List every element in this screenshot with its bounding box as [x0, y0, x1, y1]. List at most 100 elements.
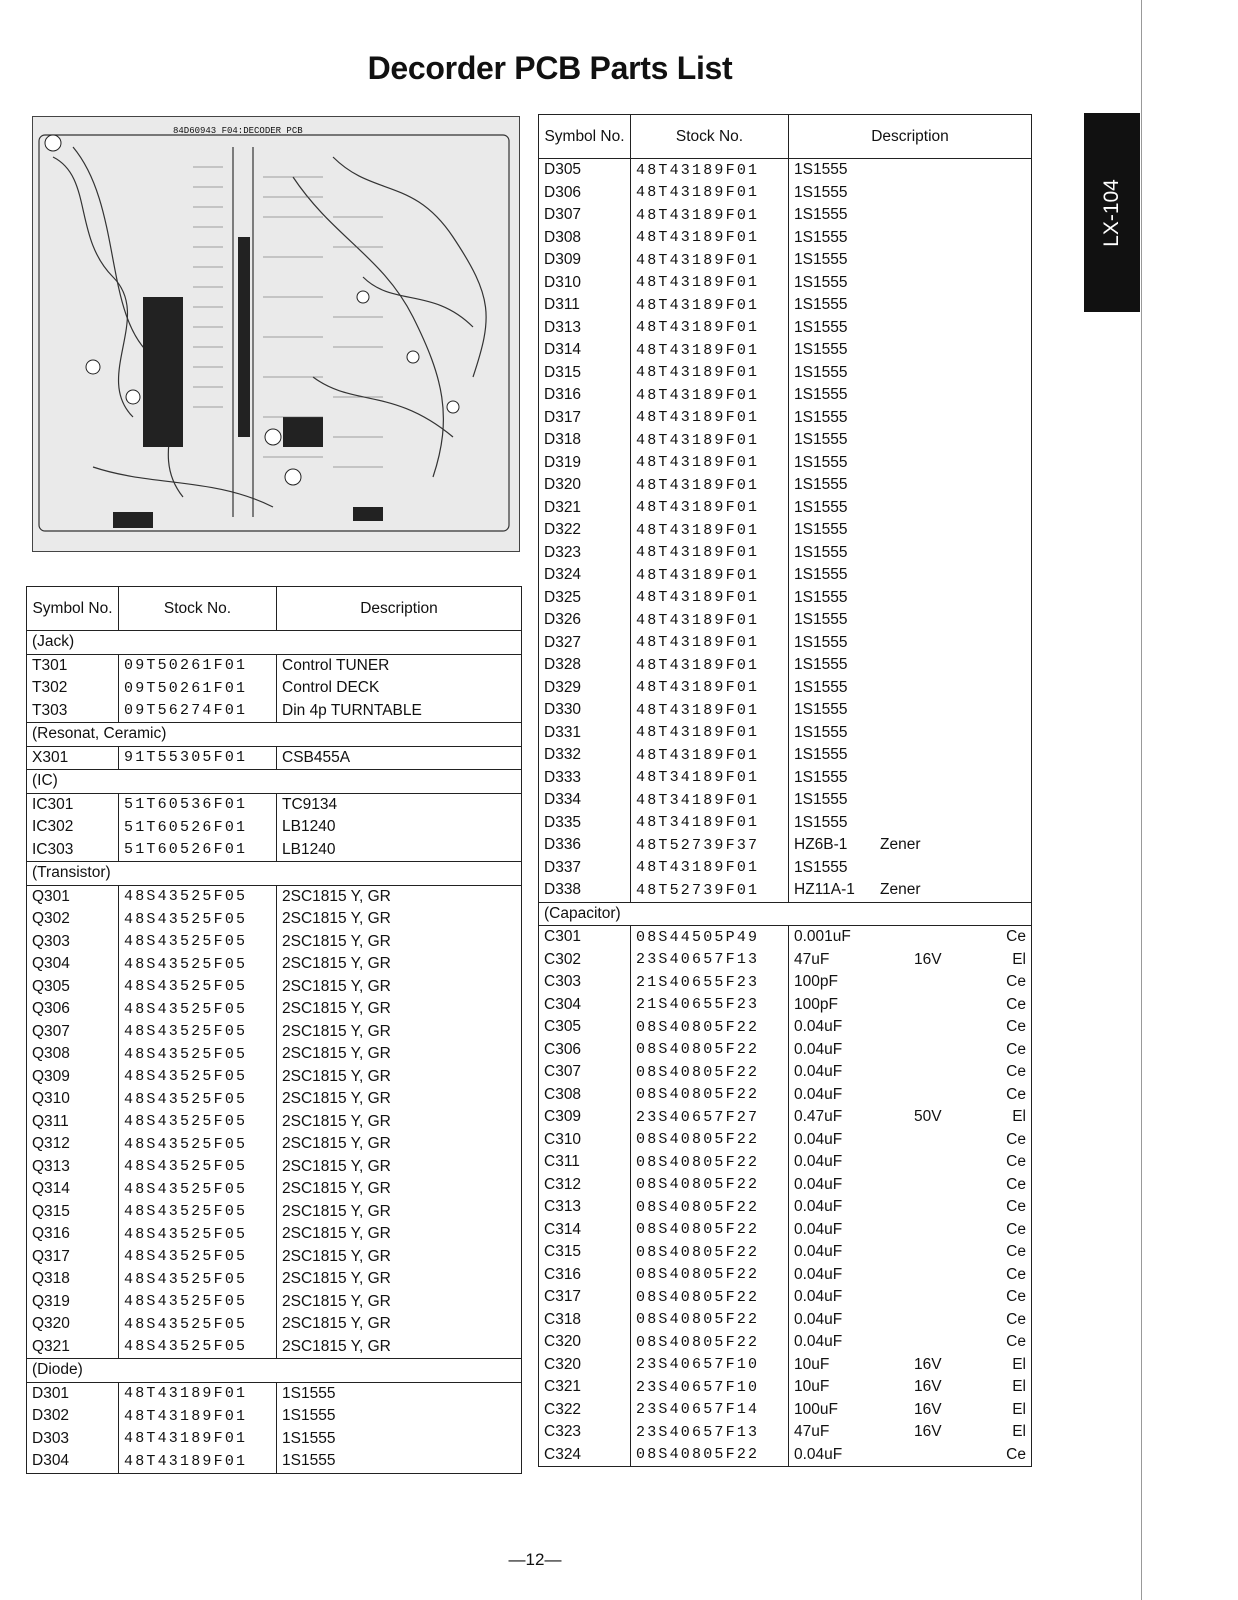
description-name: 0.04uF — [794, 1265, 843, 1283]
description-cell: 1S1555 — [788, 721, 1032, 744]
symbol-cell: Q319 — [26, 1290, 119, 1313]
description-name: 1S1555 — [794, 791, 848, 809]
capacitor-type: Ce — [1006, 1085, 1026, 1103]
symbol-cell: D305 — [538, 158, 631, 182]
symbol-cell: D325 — [538, 586, 631, 609]
description-cell: 1S1555 — [788, 361, 1032, 384]
description-name: 1S1555 — [794, 723, 848, 741]
symbol-cell: T301 — [26, 654, 119, 677]
description-wrap: 2SC1815 Y, GR — [282, 1158, 516, 1176]
capacitor-type: Ce — [1006, 1220, 1026, 1238]
description-name: 1S1555 — [794, 453, 848, 471]
description-name: 2SC1815 Y, GR — [282, 1315, 391, 1333]
symbol-cell: D322 — [538, 519, 631, 542]
description-name: 1S1555 — [794, 588, 848, 606]
stock-cell: 48T43189F01 — [630, 541, 789, 564]
stock-cell: 48S43525F05 — [118, 1268, 277, 1291]
capacitor-type: Ce — [1006, 1018, 1026, 1036]
description-cell: 2SC1815 Y, GR — [276, 975, 522, 998]
description-name: 2SC1815 Y, GR — [282, 1225, 391, 1243]
description-wrap: 1S1555 — [794, 184, 1026, 202]
description-name: 1S1555 — [282, 1429, 336, 1447]
stock-cell: 48T43189F01 — [630, 474, 789, 497]
description-wrap: 2SC1815 Y, GR — [282, 933, 516, 951]
description-name: 2SC1815 Y, GR — [282, 1045, 391, 1063]
symbol-cell: Q311 — [26, 1110, 119, 1133]
stock-cell: 48T43189F01 — [630, 271, 789, 294]
stock-cell: 48T43189F01 — [118, 1382, 277, 1405]
col-header-symbol: Symbol No. — [538, 114, 631, 159]
description-wrap: 1S1555 — [282, 1385, 516, 1403]
stock-cell: 48T52739F37 — [630, 834, 789, 857]
description-cell: 1S1555 — [788, 226, 1032, 249]
symbol-cell: IC303 — [26, 838, 119, 862]
description-wrap: TC9134 — [282, 796, 516, 814]
symbol-cell: D337 — [538, 856, 631, 879]
capacitor-type: Ce — [1006, 1040, 1026, 1058]
section-row: (Diode) — [26, 1358, 522, 1383]
description-wrap: 2SC1815 Y, GR — [282, 1068, 516, 1086]
stock-cell: 48T43189F01 — [630, 204, 789, 227]
description-name: 1S1555 — [794, 701, 848, 719]
capacitor-type: Ce — [1006, 1310, 1026, 1328]
symbol-cell: D317 — [538, 406, 631, 429]
description-cell: 2SC1815 Y, GR — [276, 1245, 522, 1268]
description-name: 1S1555 — [794, 498, 848, 516]
stock-cell: 08S40805F22 — [630, 1083, 789, 1106]
description-wrap: 2SC1815 Y, GR — [282, 1338, 516, 1356]
symbol-cell: D336 — [538, 834, 631, 857]
description-name: 47uF — [794, 1423, 830, 1441]
stock-cell: 48T43189F01 — [630, 856, 789, 879]
capacitor-type: Ce — [1006, 1288, 1026, 1306]
description-cell: 2SC1815 Y, GR — [276, 1155, 522, 1178]
symbol-cell: C303 — [538, 971, 631, 994]
capacitor-type: Ce — [1006, 973, 1026, 991]
description-name: 1S1555 — [794, 228, 848, 246]
stock-cell: 48T34189F01 — [630, 811, 789, 834]
description-wrap: 2SC1815 Y, GR — [282, 1135, 516, 1153]
description-name: 1S1555 — [794, 386, 848, 404]
capacitor-type: El — [1012, 1400, 1026, 1418]
description-wrap: 2SC1815 Y, GR — [282, 1023, 516, 1041]
symbol-cell: D307 — [538, 204, 631, 227]
description-name: 2SC1815 Y, GR — [282, 1022, 391, 1040]
capacitor-type: Ce — [1006, 1130, 1026, 1148]
stock-cell: 08S40805F22 — [630, 1016, 789, 1039]
capacitor-type: El — [1012, 1108, 1026, 1126]
col-header-description: Description — [788, 114, 1032, 159]
symbol-cell: D331 — [538, 721, 631, 744]
description-cell: 1S1555 — [788, 811, 1032, 834]
capacitor-type: Ce — [1006, 1333, 1026, 1351]
section-label: (Diode) — [26, 1358, 522, 1383]
stock-cell: 48T43189F01 — [630, 361, 789, 384]
symbol-cell: D304 — [26, 1450, 119, 1474]
description-name: 2SC1815 Y, GR — [282, 1157, 391, 1175]
stock-cell: 08S40805F22 — [630, 1443, 789, 1467]
description-name: 0.04uF — [794, 1445, 843, 1463]
stock-cell: 23S40657F27 — [630, 1106, 789, 1129]
